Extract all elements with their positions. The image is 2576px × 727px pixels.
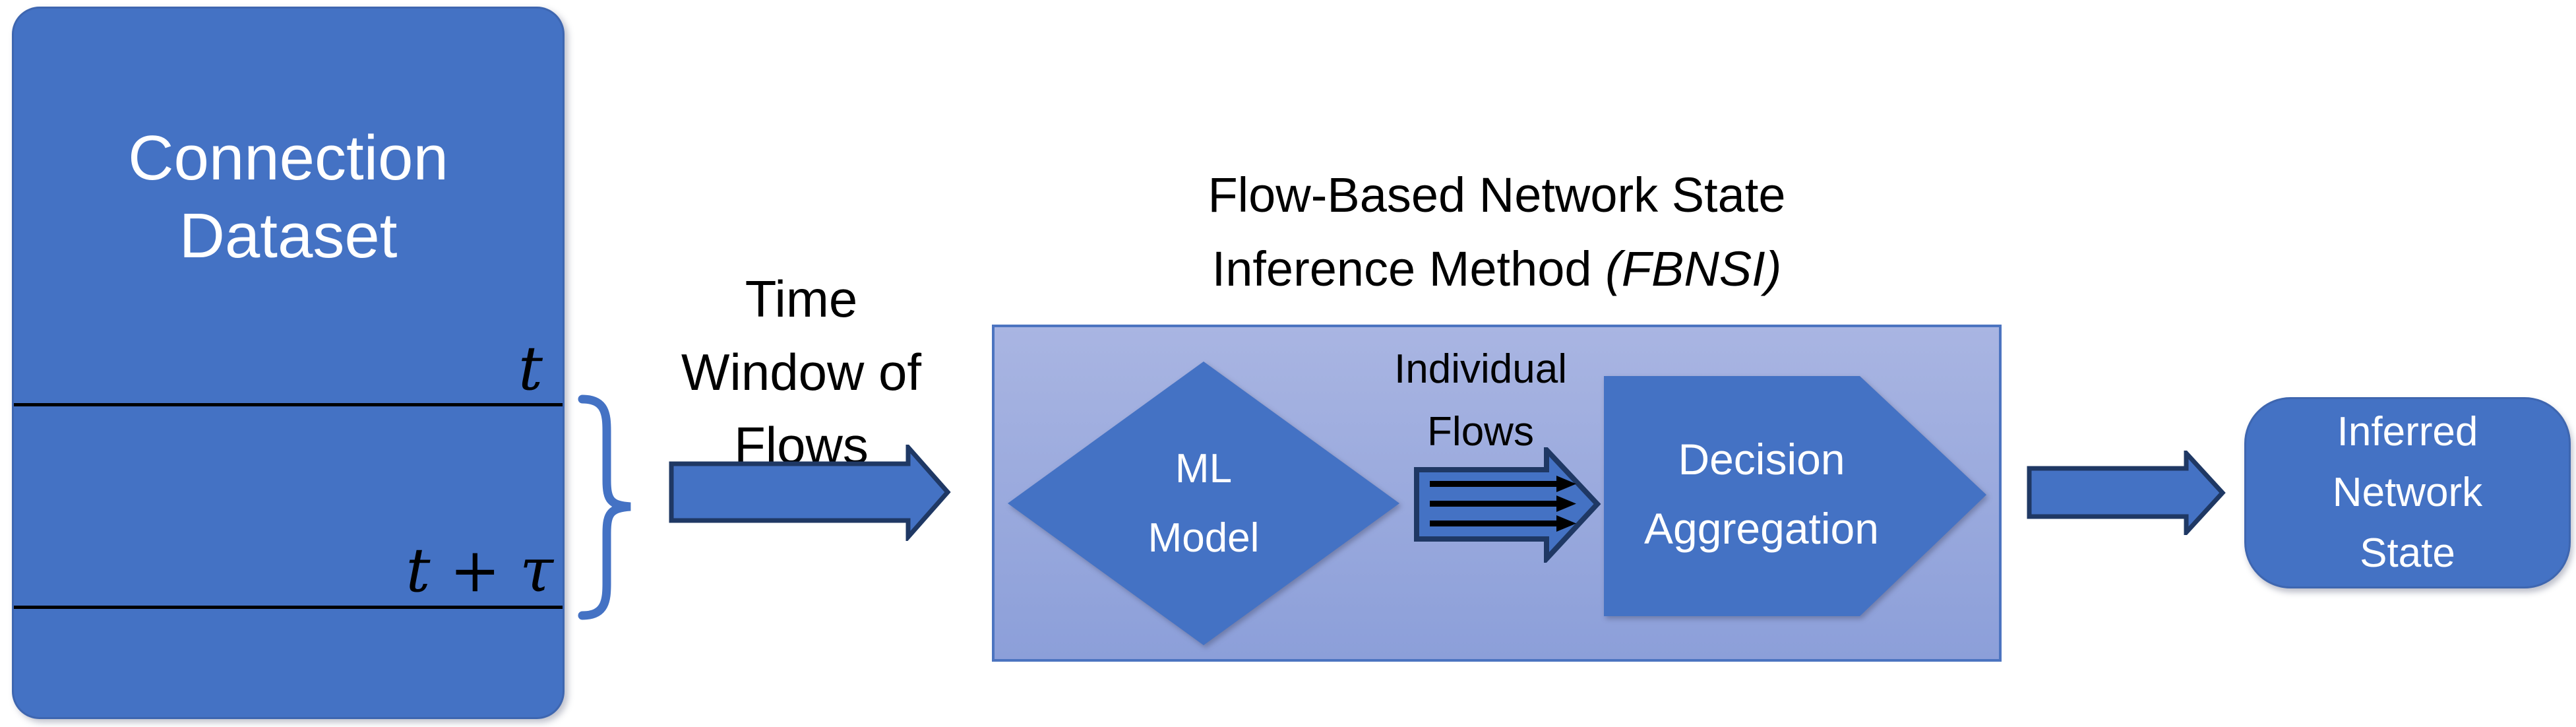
fbnsi-title-line2-acronym: (FBNSI)	[1605, 241, 1782, 296]
decision-aggregation-label: Decision Aggregation	[1644, 435, 1879, 553]
fbnsi-title: Flow-Based Network State Inference Metho…	[992, 158, 2002, 306]
right-curly-brace-icon	[578, 395, 631, 620]
output-arrow-icon	[2027, 451, 2226, 535]
individual-flows-arrow-icon	[1414, 447, 1601, 563]
connection-dataset-title: Connection Dataset	[128, 123, 448, 271]
fbnsi-title-line1: Flow-Based Network State	[1208, 168, 1786, 222]
connection-dataset-block: Connection Dataset t t + τ	[12, 7, 565, 719]
time-label-t: t	[518, 333, 543, 404]
fbnsi-title-line2: Inference Method (FBNSI)	[992, 232, 2002, 306]
decision-aggregation-pentagon-icon	[1604, 376, 1986, 616]
inferred-network-state-block: Inferred Network State	[2244, 397, 2571, 588]
time-label-t-tau: t + τ	[406, 535, 553, 606]
time-marker-line-t	[14, 403, 563, 406]
fbnsi-title-line2-prefix: Inference Method	[1211, 241, 1606, 296]
ml-model-label: ML Model	[1148, 446, 1260, 561]
time-marker-line-t-tau	[14, 606, 563, 609]
individual-flows-label: Individual Flows	[1394, 346, 1567, 455]
inferred-network-state-label: Inferred Network State	[2332, 409, 2483, 576]
ml-model-diamond-icon	[1008, 362, 1399, 645]
flow-window-arrow-icon	[669, 445, 951, 541]
black-flow-arrows-icon	[1430, 476, 1576, 532]
